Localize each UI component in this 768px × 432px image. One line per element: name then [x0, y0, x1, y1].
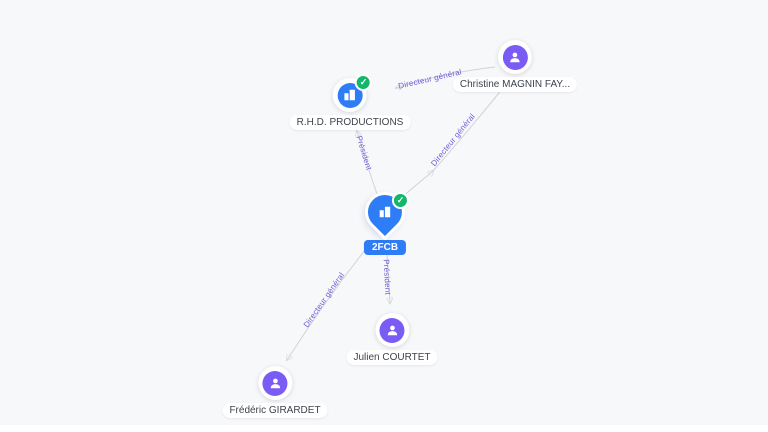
node-christine-magnin[interactable]: Christine MAGNIN FAY...	[452, 40, 578, 92]
node-frederic-girardet[interactable]: Frédéric GIRARDET	[222, 366, 328, 418]
node-label: Julien COURTET	[346, 350, 438, 365]
edge-dg-frederic	[287, 239, 374, 360]
node-circle: ✓	[332, 74, 372, 112]
edge-president-rhd	[357, 131, 378, 195]
pin-shape	[360, 187, 410, 237]
person-icon	[502, 44, 528, 70]
company-pin: ✓	[360, 187, 410, 237]
node-2fcb[interactable]: ✓ 2FCB	[360, 187, 410, 255]
node-label: Christine MAGNIN FAY...	[452, 77, 578, 92]
node-circle	[258, 366, 292, 400]
edge-dg-christine-rhd	[396, 66, 496, 88]
node-circle	[498, 40, 532, 74]
building-icon	[337, 82, 363, 108]
node-rhd-productions[interactable]: ✓ R.H.D. PRODUCTIONS	[289, 74, 411, 130]
bottom-strip	[0, 425, 768, 432]
node-label: R.H.D. PRODUCTIONS	[289, 115, 411, 130]
person-icon	[262, 370, 288, 396]
edge-label-president-julien: Président	[381, 258, 393, 296]
verified-check-icon: ✓	[354, 74, 372, 91]
node-label: 2FCB	[363, 240, 407, 255]
node-circle	[375, 313, 409, 347]
edge-dg-christine-2fcb	[401, 87, 504, 198]
node-label: Frédéric GIRARDET	[222, 403, 328, 418]
person-icon	[379, 317, 405, 343]
node-julien-courtet[interactable]: Julien COURTET	[346, 313, 438, 365]
building-icon	[378, 205, 392, 219]
verified-check-icon: ✓	[392, 192, 409, 209]
edge-president-julien	[387, 253, 390, 303]
